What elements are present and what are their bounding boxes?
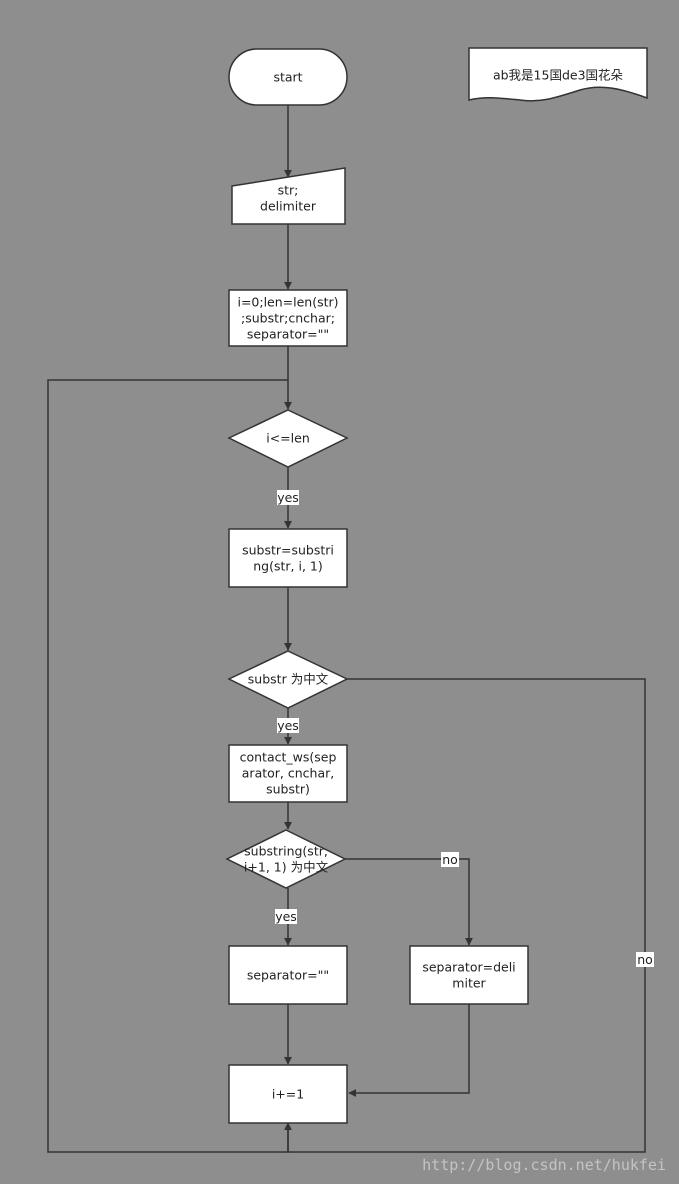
node-init: i=0;len=len(str);substr;cnchar;separator… bbox=[228, 289, 348, 347]
watermark: http://blog.csdn.net/hukfei bbox=[422, 1156, 666, 1174]
node-input: str;delimiter bbox=[231, 167, 346, 225]
edge-label-cn-yes-text: yes bbox=[277, 718, 299, 733]
label-line: i+=1 bbox=[272, 1087, 304, 1102]
label-line: str; bbox=[278, 183, 299, 198]
edge-label-cn-no: no bbox=[636, 952, 654, 967]
label-line: arator, cnchar, bbox=[242, 766, 334, 781]
label-line: separator=deli bbox=[422, 960, 515, 975]
label-line: ;substr;cnchar; bbox=[241, 311, 335, 326]
label-line: substring(str, bbox=[244, 844, 328, 859]
node-cond-next-label: substring(str,i+1, 1) 为中文 bbox=[244, 844, 329, 875]
label-line: ng(str, i, 1) bbox=[253, 559, 322, 574]
edges bbox=[47, 105, 646, 1153]
node-note-label: ab我是15国de3国花朵 bbox=[493, 68, 624, 83]
edge-label-cn-no-text: no bbox=[637, 952, 653, 967]
edge-label-next-no: no bbox=[441, 852, 459, 867]
edge-label-next-yes: yes bbox=[275, 909, 297, 924]
label-line: ab我是15国de3国花朵 bbox=[493, 68, 624, 83]
edge-label-loop-yes: yes bbox=[277, 490, 299, 505]
label-line: separator="" bbox=[247, 968, 329, 983]
label-line: i+1, 1) 为中文 bbox=[244, 860, 329, 875]
label-line: separator="" bbox=[247, 327, 329, 342]
node-note: ab我是15国de3国花朵 bbox=[468, 47, 648, 102]
node-cond-cn-label: substr 为中文 bbox=[248, 672, 329, 687]
label-line: substr=substri bbox=[242, 543, 334, 558]
label-line: delimiter bbox=[260, 199, 317, 214]
label-line: i<=len bbox=[266, 431, 310, 446]
node-cond-cn: substr 为中文 bbox=[227, 650, 349, 709]
label-line: miter bbox=[452, 976, 486, 991]
node-start: start bbox=[228, 48, 348, 106]
node-cond-loop-label: i<=len bbox=[266, 431, 310, 446]
node-incr: i+=1 bbox=[228, 1064, 348, 1124]
edge-label-cn-yes: yes bbox=[277, 718, 299, 733]
node-sep-empty: separator="" bbox=[228, 945, 348, 1005]
edge-label-loop-yes-text: yes bbox=[277, 490, 299, 505]
node-cond-loop: i<=len bbox=[227, 409, 349, 468]
label-line: i=0;len=len(str) bbox=[237, 295, 338, 310]
edge-loop-back bbox=[47, 379, 289, 1153]
node-init-label: i=0;len=len(str);substr;cnchar;separator… bbox=[237, 295, 338, 342]
node-sep-empty-label: separator="" bbox=[247, 968, 329, 983]
edge-sepdelim-to-incr bbox=[348, 1004, 470, 1097]
node-incr-label: i+=1 bbox=[272, 1087, 304, 1102]
node-start-label: start bbox=[273, 70, 302, 85]
label-line: contact_ws(sep bbox=[240, 750, 337, 765]
label-line: substr 为中文 bbox=[248, 672, 329, 687]
node-input-label: str;delimiter bbox=[260, 183, 317, 214]
node-cond-next: substring(str,i+1, 1) 为中文 bbox=[225, 829, 347, 889]
edge-label-next-yes-text: yes bbox=[275, 909, 297, 924]
label-line: substr) bbox=[266, 782, 310, 797]
edge-next-no bbox=[345, 858, 473, 946]
label-line: start bbox=[273, 70, 302, 85]
edge-label-next-no-text: no bbox=[442, 852, 458, 867]
